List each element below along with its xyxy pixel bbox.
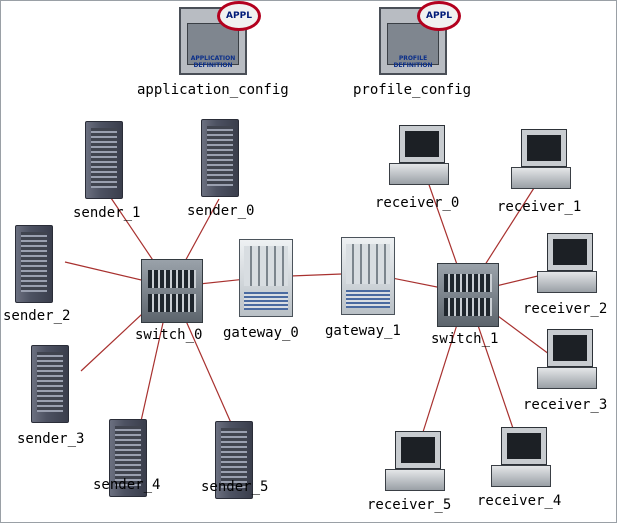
receiver-4-label: receiver_4 <box>477 493 562 509</box>
sender-2-label: sender_2 <box>3 308 71 324</box>
gateway-1-label: gateway_1 <box>325 323 401 339</box>
server-icon[interactable] <box>31 345 69 423</box>
receiver-2-label: receiver_2 <box>523 301 608 317</box>
switch-icon[interactable] <box>437 263 499 327</box>
appl-badge: APPL <box>217 1 261 31</box>
workstation-icon[interactable] <box>511 129 573 189</box>
workstation-icon[interactable] <box>385 431 447 491</box>
monitor-icon <box>395 431 441 469</box>
workstation-icon[interactable] <box>491 427 553 487</box>
workstation-base-icon <box>537 271 597 293</box>
monitor-icon <box>501 427 547 465</box>
application-definition-icon: APPLICATION DEFINITION APPL <box>179 1 261 75</box>
router-icon[interactable] <box>341 237 395 315</box>
monitor-icon <box>521 129 567 167</box>
receiver-5-label: receiver_5 <box>367 497 452 513</box>
switch-1-label: switch_1 <box>431 331 499 347</box>
profile-definition-icon: PROFILE DEFINITION APPL <box>379 1 461 75</box>
sender-4-label: sender_4 <box>93 477 161 493</box>
workstation-base-icon <box>491 465 551 487</box>
application-config-label: application_config <box>137 82 289 98</box>
appl-badge: APPL <box>417 1 461 31</box>
sender-1-label: sender_1 <box>73 205 141 221</box>
gateway-0-label: gateway_0 <box>223 325 299 341</box>
server-icon[interactable] <box>15 225 53 303</box>
receiver-1-label: receiver_1 <box>497 199 582 215</box>
profile-definition-caption: PROFILE DEFINITION <box>393 55 433 69</box>
workstation-base-icon <box>537 367 597 389</box>
receiver-0-label: receiver_0 <box>375 195 460 211</box>
monitor-icon <box>399 125 445 163</box>
workstation-base-icon <box>511 167 571 189</box>
switch-0-label: switch_0 <box>135 327 203 343</box>
workstation-base-icon <box>385 469 445 491</box>
workstation-base-icon <box>389 163 449 185</box>
application-definition-caption: APPLICATION DEFINITION <box>190 55 236 69</box>
server-icon[interactable] <box>215 421 253 499</box>
receiver-3-label: receiver_3 <box>523 397 608 413</box>
sender-5-label: sender_5 <box>201 479 269 495</box>
profile-config-label: profile_config <box>353 82 472 98</box>
workstation-icon[interactable] <box>389 125 451 185</box>
monitor-icon <box>547 329 593 367</box>
switch-icon[interactable] <box>141 259 203 323</box>
server-icon[interactable] <box>109 419 147 497</box>
sender-0-label: sender_0 <box>187 203 255 219</box>
server-icon[interactable] <box>201 119 239 197</box>
server-icon[interactable] <box>85 121 123 199</box>
sender-3-label: sender_3 <box>17 431 85 447</box>
workstation-icon[interactable] <box>537 329 599 389</box>
router-icon[interactable] <box>239 239 293 317</box>
monitor-icon <box>547 233 593 271</box>
workstation-icon[interactable] <box>537 233 599 293</box>
